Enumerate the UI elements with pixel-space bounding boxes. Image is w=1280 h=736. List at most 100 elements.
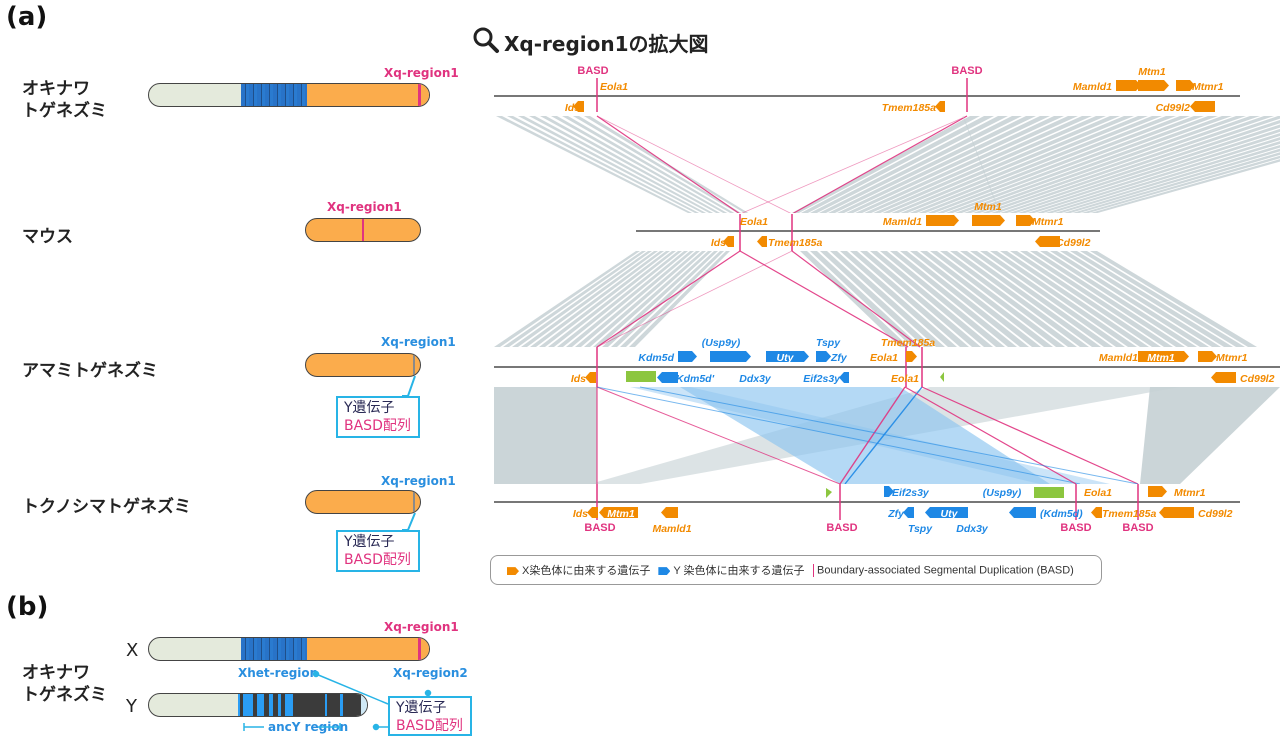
- okinawa-x-chromosome: [148, 83, 430, 107]
- species-amami: アマミトゲネズミ: [22, 361, 158, 381]
- gene-arrow: [678, 351, 697, 362]
- basd-link: [844, 386, 923, 485]
- gene-arrow: [1198, 351, 1217, 362]
- y-gene-swatch-icon: [658, 567, 671, 576]
- synteny-ribbon: [602, 251, 712, 347]
- y-blue-stripe: [243, 694, 253, 716]
- synteny-ribbon: [1024, 133, 1280, 214]
- basd-link: [596, 250, 741, 348]
- synteny-ribbon: [880, 251, 1005, 347]
- synteny-ribbon: [557, 251, 682, 347]
- synteny-ribbon: [830, 251, 945, 347]
- synteny-ribbon: [980, 251, 1125, 347]
- gene-arrow: [1148, 486, 1167, 497]
- synteny-ribbon: [494, 387, 597, 484]
- y-blue-stripe: [325, 694, 327, 716]
- basd-label: BASD: [577, 65, 608, 77]
- xq-region1-marker: [418, 84, 421, 106]
- synteny-ribbon: [1140, 387, 1280, 484]
- gene-label: Mtmr1: [1192, 81, 1224, 93]
- basd-link: [596, 115, 741, 215]
- gene-label: Mtmr1: [1174, 487, 1206, 499]
- gene-arrow: [935, 101, 945, 112]
- x-gene-swatch-icon: [507, 567, 519, 576]
- gene-arrow: [925, 507, 968, 518]
- basd-link: [839, 386, 906, 485]
- gene-arrow: [710, 351, 751, 362]
- synteny-ribbon: [584, 116, 750, 214]
- synteny-ribbon: [1069, 152, 1280, 214]
- synteny-ribbon: [566, 251, 688, 347]
- gene-label: Tspy: [908, 523, 933, 535]
- synteny-ribbon: [518, 116, 708, 214]
- gene-label: Uty: [941, 508, 959, 520]
- synteny-ribbon: [1051, 144, 1280, 214]
- synteny-ribbon: [496, 116, 694, 214]
- gene-label: Eola1: [891, 373, 919, 385]
- gene-label: Eif2s3y: [892, 487, 930, 499]
- basd-link: [904, 386, 1077, 485]
- gene-arrow: [1138, 80, 1169, 91]
- magnifier-icon: [473, 27, 499, 53]
- y-chromosome-label: Y: [126, 696, 137, 717]
- gene-label: Ids: [565, 102, 580, 114]
- synteny-ribbon: [1060, 148, 1280, 214]
- synteny-ribbon: [507, 116, 701, 214]
- legend-y-gene: Y 染色体に由来する遺伝子: [658, 562, 805, 578]
- basd-label: BASD: [951, 65, 982, 77]
- species-okinawa: オキナワ トゲネズミ: [22, 78, 107, 122]
- gene-label: Cd99l2: [1056, 237, 1091, 249]
- track-strip: [494, 371, 1280, 385]
- species-name-line2: トゲネズミ: [22, 101, 107, 121]
- synteny-ribbon: [530, 251, 664, 347]
- synteny-ribbon: [979, 116, 1274, 214]
- gene-arrow: [657, 372, 678, 383]
- basd-link: [739, 250, 909, 348]
- gene-label: Ddx3y: [956, 523, 989, 535]
- basd-label: BASD: [584, 522, 615, 534]
- synteny-ribbon: [562, 116, 736, 214]
- xq-region1-marker: [413, 354, 415, 376]
- synteny-ribbon: [862, 116, 1092, 214]
- synteny-ribbon: [800, 251, 909, 347]
- synteny-ribbon: [920, 251, 1053, 347]
- tokunoshima-x-chromosome: [305, 490, 421, 514]
- y-blue-stripe: [257, 694, 264, 716]
- gene-label: Zfy: [830, 352, 848, 364]
- synteny-ribbon: [1070, 251, 1233, 347]
- synteny-ribbon: [943, 116, 1218, 214]
- okinawa-y-chromosome: [148, 693, 368, 717]
- green-gene: [626, 371, 656, 382]
- species-name-line1: オキナワ: [22, 79, 90, 99]
- synteny-ribbon: [970, 116, 1260, 214]
- basd-link: [596, 386, 1081, 485]
- synteny-ribbon: [512, 251, 652, 347]
- gene-label: (Kdm5d): [1040, 508, 1083, 520]
- synteny-ribbon: [850, 251, 969, 347]
- gene-label: Cd99l2: [1156, 102, 1191, 114]
- species-tokunoshima: トクノシマトゲネズミ: [22, 497, 191, 517]
- synteny-ribbon: [573, 116, 743, 214]
- callout-basd: BASD配列: [344, 552, 411, 568]
- gene-arrow: [1091, 507, 1102, 518]
- xq-region1-marker: [362, 219, 364, 241]
- gene-label: Ids: [711, 237, 726, 249]
- y-gene-basd-callout: Y遺伝子 BASD配列: [336, 396, 420, 438]
- gene-arrow: [661, 507, 678, 518]
- basd-link: [739, 115, 968, 215]
- synteny-ribbon: [835, 116, 1050, 214]
- panel-b-label: (b): [6, 592, 49, 622]
- gene-label: Tmem185a: [768, 237, 822, 249]
- orange-region-band: [307, 84, 429, 106]
- xq-region1-label: Xq-region1: [384, 620, 459, 634]
- synteny-ribbon: [1006, 124, 1280, 214]
- synteny-ribbon: [826, 116, 1036, 214]
- species-mouse: マウス: [22, 227, 73, 247]
- synteny-ribbon: [584, 251, 700, 347]
- synteny-ribbon: [844, 116, 1064, 214]
- basd-label: BASD: [1060, 522, 1091, 534]
- gene-label: Mamld1: [652, 523, 691, 535]
- gene-label: Ddx3y: [739, 373, 772, 385]
- green-gene: [940, 372, 944, 382]
- basd-link: [791, 115, 968, 215]
